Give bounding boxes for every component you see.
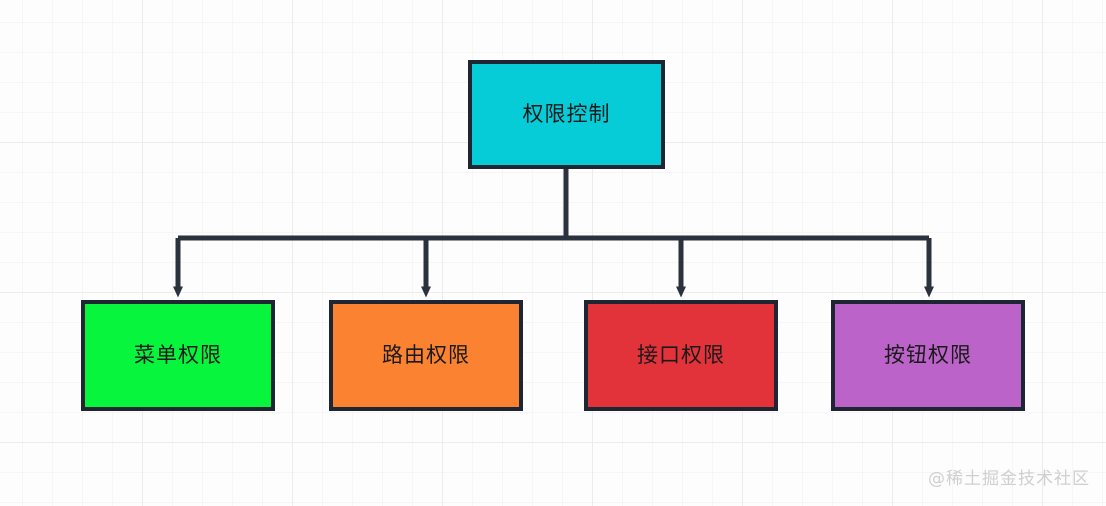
node-label: 按钮权限 (884, 343, 972, 367)
node-label: 菜单权限 (134, 343, 222, 367)
node-route-permission[interactable]: 路由权限 (329, 300, 523, 411)
node-label: 路由权限 (382, 343, 470, 367)
node-label: 权限控制 (522, 102, 611, 126)
node-label: 接口权限 (637, 343, 725, 367)
node-button-permission[interactable]: 按钮权限 (831, 300, 1025, 411)
node-api-permission[interactable]: 接口权限 (584, 300, 778, 411)
watermark: @稀土掘金技术社区 (928, 469, 1090, 489)
node-permission-control[interactable]: 权限控制 (468, 60, 665, 169)
node-menu-permission[interactable]: 菜单权限 (81, 300, 275, 411)
